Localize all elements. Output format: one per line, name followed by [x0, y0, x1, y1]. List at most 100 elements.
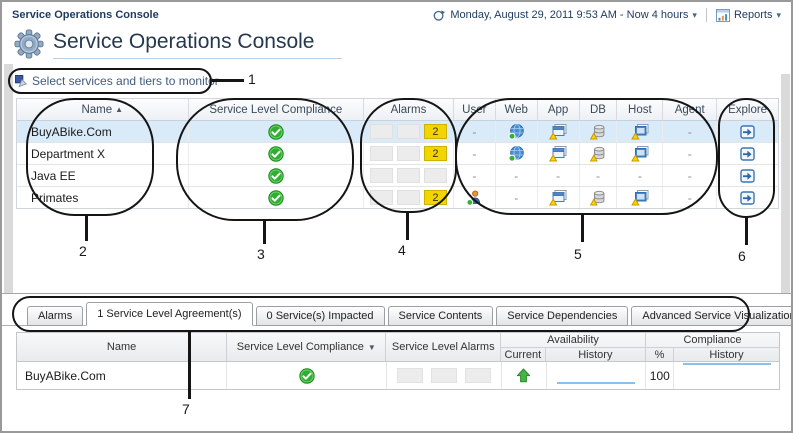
sla-column-header-compliance-history[interactable]: History	[709, 348, 744, 361]
alarm-count-badge[interactable]: 2	[423, 124, 447, 139]
alarm-cell	[423, 168, 447, 183]
alarm-count-badge[interactable]: 2	[423, 190, 447, 205]
callout-number-4: 4	[398, 242, 406, 258]
table-row[interactable]: Java EE - - - - - -	[17, 165, 778, 187]
empty-cell: -	[687, 168, 692, 183]
explore-icon[interactable]	[740, 190, 755, 205]
service-name: Primates	[31, 190, 79, 205]
topbar-divider	[705, 8, 707, 22]
empty-cell: -	[596, 168, 600, 183]
explore-icon[interactable]	[740, 146, 755, 161]
alarm-count-badge[interactable]: 2	[423, 146, 447, 161]
column-header-service-level-compliance[interactable]: Service Level Compliance	[189, 99, 365, 120]
tab-advanced-service-visualization[interactable]: Advanced Service Visualization	[631, 306, 791, 326]
select-services-label: Select services and tiers to monitor	[32, 74, 219, 88]
column-header-web[interactable]: Web	[496, 99, 538, 120]
reports-label: Reports	[733, 9, 773, 21]
alarm-cell	[396, 168, 420, 183]
sla-table-header: Name Service Level Compliance ▼ Service …	[17, 333, 779, 362]
empty-cell: -	[637, 168, 642, 183]
db-warning-icon	[590, 124, 606, 140]
chevron-down-icon: ▾	[776, 9, 781, 20]
compliance-column-group: Compliance % History	[646, 333, 779, 361]
vertical-scrollbar[interactable]	[781, 74, 790, 293]
host-warning-icon	[631, 145, 649, 162]
status-ok-icon	[299, 367, 315, 384]
table-row[interactable]: Primates 2 - -	[17, 187, 778, 208]
column-header-alarms[interactable]: Alarms	[364, 99, 454, 120]
status-ok-icon	[268, 167, 284, 184]
tab-services-impacted[interactable]: 0 Service(s) Impacted	[255, 306, 385, 326]
user-active-icon	[466, 190, 482, 206]
sla-column-header-compliance[interactable]: Service Level Compliance ▼	[227, 333, 387, 361]
chevron-down-icon: ▾	[692, 9, 697, 20]
column-header-user[interactable]: User	[454, 99, 496, 120]
services-table: Name ▲ Service Level Compliance Alarms U…	[16, 98, 779, 209]
service-name: Java EE	[31, 168, 76, 183]
tab-alarms[interactable]: Alarms	[27, 306, 84, 326]
empty-cell: -	[556, 168, 561, 183]
callout-line-3	[263, 220, 266, 244]
alarm-cell	[396, 368, 423, 383]
tab-service-level-agreements[interactable]: 1 Service Level Agreement(s)	[86, 302, 253, 326]
select-tiers-icon	[15, 75, 27, 87]
left-panel-strip	[4, 64, 13, 293]
alarm-cell	[369, 190, 393, 205]
sla-column-header-current[interactable]: Current	[501, 348, 546, 361]
time-range-label: Monday, August 29, 2011 9:53 AM - Now 4 …	[450, 9, 689, 21]
section-divider	[2, 293, 791, 294]
alarm-cell	[464, 368, 491, 383]
tab-service-contents[interactable]: Service Contents	[387, 306, 494, 326]
status-ok-icon	[268, 189, 284, 206]
availability-history-sparkline	[556, 381, 635, 384]
breadcrumb: Service Operations Console	[12, 9, 159, 21]
column-header-explore[interactable]: Explore	[728, 103, 768, 116]
detail-tabstrip: Alarms 1 Service Level Agreement(s) 0 Se…	[27, 302, 791, 326]
reports-menu[interactable]: Reports ▾	[715, 8, 781, 22]
status-ok-icon	[268, 123, 284, 140]
alarm-cell	[369, 146, 393, 161]
empty-cell: -	[514, 168, 519, 183]
time-range-selector[interactable]: Monday, August 29, 2011 9:53 AM - Now 4 …	[433, 9, 697, 22]
app-warning-icon	[549, 145, 567, 162]
service-name: BuyABike.Com	[25, 368, 106, 383]
empty-cell: -	[472, 124, 477, 139]
empty-cell: -	[472, 168, 477, 183]
callout-line-5	[581, 214, 584, 242]
table-row[interactable]: BuyABike.Com 2 - -	[17, 121, 778, 143]
callout-number-5: 5	[574, 246, 582, 262]
column-header-db[interactable]: DB	[580, 99, 618, 120]
column-header-agent[interactable]: Agent	[663, 99, 718, 120]
status-ok-icon	[268, 145, 284, 162]
sla-column-header-availability-history[interactable]: History	[578, 348, 613, 361]
sort-descending-icon: ▼	[367, 342, 376, 352]
callout-number-1: 1	[248, 71, 256, 87]
title-row: Service Operations Console	[14, 29, 343, 59]
table-row[interactable]: BuyABike.Com 100	[17, 362, 779, 389]
compliance-group-header: Compliance	[646, 333, 779, 348]
column-header-host[interactable]: Host	[617, 99, 664, 120]
app-warning-icon	[549, 189, 567, 206]
sla-column-header-name[interactable]: Name	[17, 333, 228, 361]
compliance-percent: 100	[649, 368, 670, 383]
db-warning-icon	[590, 146, 606, 162]
sla-column-header-percent[interactable]: %	[646, 348, 674, 361]
column-header-name[interactable]: Name ▲	[17, 99, 189, 120]
availability-column-group: Availability Current History	[501, 333, 646, 361]
callout-number-2: 2	[79, 243, 87, 259]
compliance-history-sparkline	[682, 363, 771, 365]
empty-cell: -	[514, 190, 519, 205]
select-services-link[interactable]: Select services and tiers to monitor	[15, 74, 219, 88]
app-warning-icon	[549, 123, 567, 140]
alarm-cell	[430, 368, 457, 383]
callout-number-7: 7	[182, 401, 190, 417]
column-header-app[interactable]: App	[538, 99, 580, 120]
sla-column-header-alarms[interactable]: Service Level Alarms	[386, 333, 501, 361]
explore-icon[interactable]	[740, 168, 755, 183]
tab-service-dependencies[interactable]: Service Dependencies	[496, 306, 629, 326]
topbar-right: Monday, August 29, 2011 9:53 AM - Now 4 …	[433, 8, 781, 22]
table-row[interactable]: Department X 2 - -	[17, 143, 778, 165]
gear-icon	[14, 29, 44, 59]
explore-icon[interactable]	[740, 124, 755, 139]
